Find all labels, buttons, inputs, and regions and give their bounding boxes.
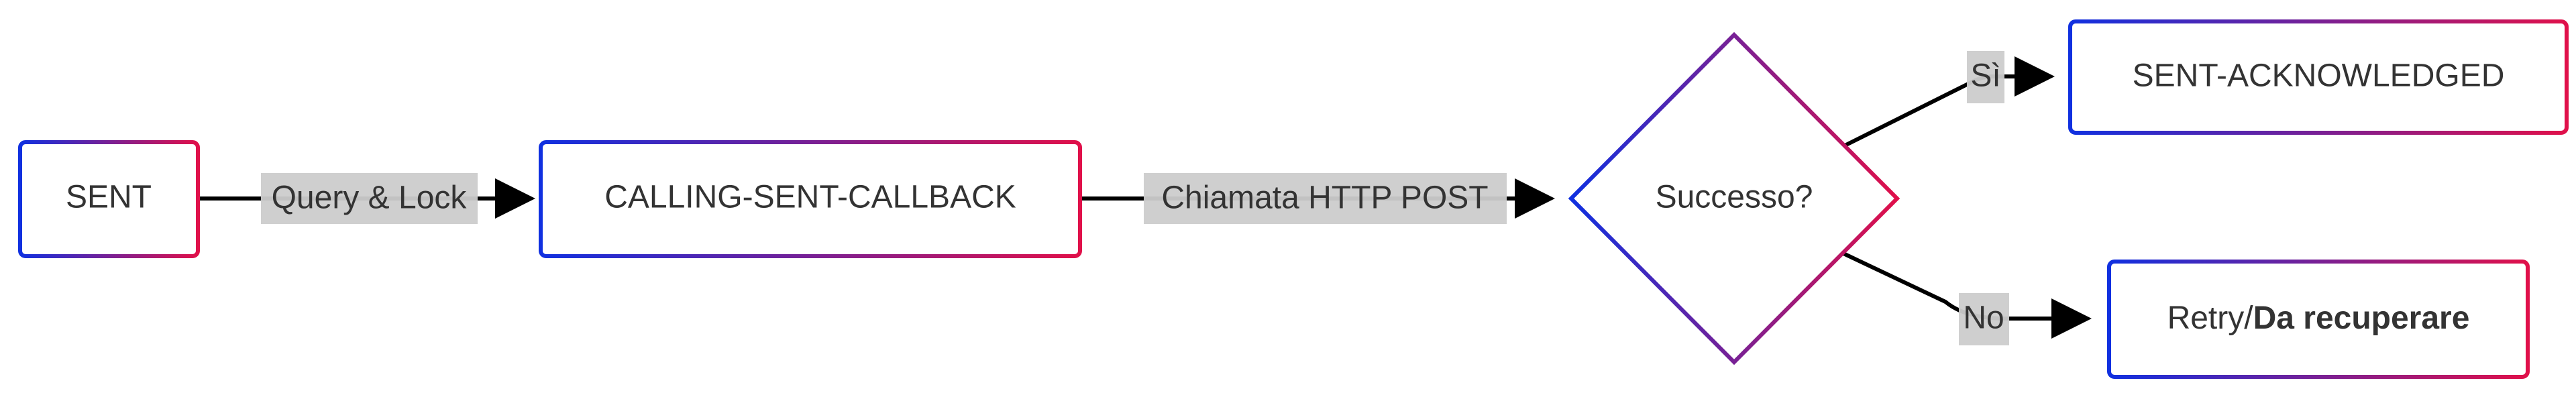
node-retry-label-bold: Da recuperare bbox=[2253, 300, 2470, 336]
edge-label-yes: Sì bbox=[1967, 51, 2004, 103]
edge-decision-to-acknowledged bbox=[1842, 56, 2055, 148]
node-sent: SENT bbox=[18, 140, 200, 258]
edge-label-query-lock: Query & Lock bbox=[261, 173, 478, 224]
node-sent-acknowledged: SENT-ACKNOWLEDGED bbox=[2068, 19, 2569, 135]
node-calling-sent-callback: CALLING-SENT-CALLBACK bbox=[539, 140, 1082, 258]
edge-label-query-lock-text: Query & Lock bbox=[272, 180, 468, 216]
edge-label-no: No bbox=[1959, 293, 2009, 345]
node-retry: Retry/Da recuperare bbox=[2107, 260, 2530, 379]
decision-successo-label: Successo? bbox=[1656, 180, 1813, 215]
node-calling-sent-callback-label: CALLING-SENT-CALLBACK bbox=[604, 180, 1016, 215]
node-sent-acknowledged-label: SENT-ACKNOWLEDGED bbox=[2133, 58, 2505, 94]
edge-label-no-text: No bbox=[1963, 300, 2004, 336]
node-sent-label: SENT bbox=[66, 180, 152, 215]
node-retry-label: Retry/Da recuperare bbox=[2167, 300, 2470, 336]
edge-label-yes-text: Sì bbox=[1970, 58, 2000, 94]
edge-label-http-post-text: Chiamata HTTP POST bbox=[1161, 180, 1488, 216]
decision-successo: Successo? bbox=[1568, 32, 1900, 365]
edge-label-http-post: Chiamata HTTP POST bbox=[1144, 173, 1507, 224]
node-retry-label-prefix: Retry/ bbox=[2167, 300, 2254, 336]
